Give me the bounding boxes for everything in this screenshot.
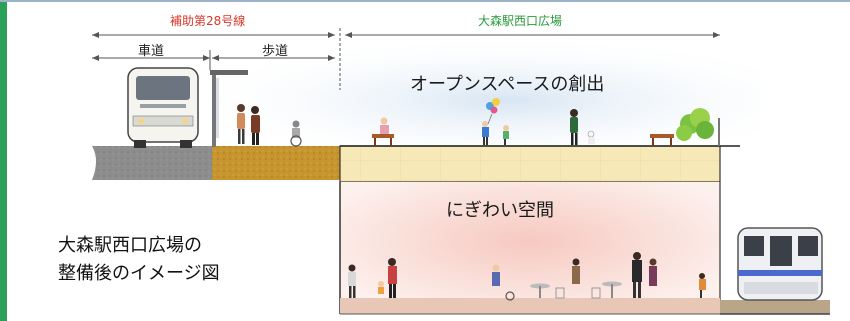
upper-level-label: オープンスペースの創出 <box>410 74 605 95</box>
pedestrian-icon <box>237 104 302 147</box>
plaza-section-label: 大森駅西口広場 <box>478 14 563 28</box>
sidewalk-label: 歩道 <box>262 44 289 59</box>
carriageway-label: 車道 <box>138 44 165 59</box>
lower-level-label: にぎわい空間 <box>446 200 554 221</box>
dimension-arrows <box>92 32 720 61</box>
tree-icon <box>676 108 720 146</box>
pedestrian-icon <box>570 109 595 145</box>
sidewalk-soil <box>212 146 342 180</box>
road-section-label: 補助第28号線 <box>170 14 246 28</box>
lower-concourse <box>340 182 720 314</box>
caption-line-2: 整備後のイメージ図 <box>58 263 220 284</box>
caption-line-1: 大森駅西口広場の <box>58 235 202 256</box>
pedestrian-icon <box>348 252 706 301</box>
road-asphalt <box>92 146 212 180</box>
upper-deck <box>339 145 721 183</box>
bus-shelter-icon <box>210 70 248 147</box>
balloon-icon <box>482 98 509 145</box>
cafe-table-icon <box>530 281 622 299</box>
dimension-lines <box>92 28 720 90</box>
bus-icon <box>127 67 199 148</box>
left-accent-bar <box>0 0 7 321</box>
bench-icon <box>372 117 674 146</box>
train-icon <box>737 227 823 301</box>
